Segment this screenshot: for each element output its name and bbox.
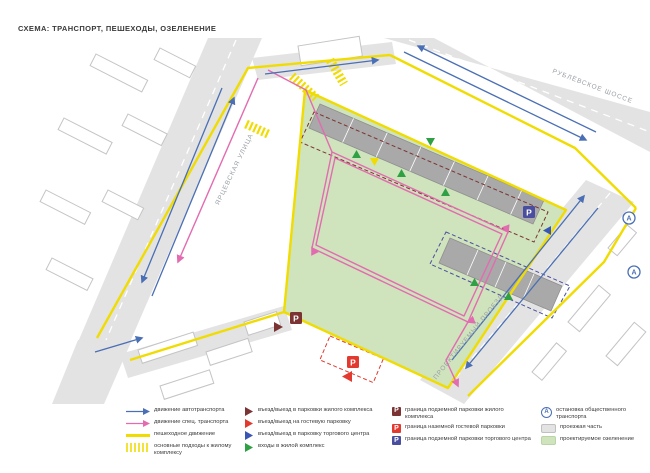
legend-col-boundaries: P граница подземной парковки жилого комп… <box>392 407 532 457</box>
legend-label: входы в жилой комплекс <box>258 443 325 449</box>
parking-boundaries <box>299 111 571 384</box>
legend-label: пешеходное движение <box>154 431 216 437</box>
legend-label: граница подземной парковки жилого компле… <box>405 407 504 421</box>
pedestrian-entry-icon <box>370 158 379 166</box>
parking-residential-icon: P <box>392 407 401 416</box>
legend-label: граница наземной гостевой парковки <box>405 424 505 431</box>
auto-traffic-arrow-icon <box>126 407 150 416</box>
parking-letter: P <box>293 314 299 324</box>
parking-letter: P <box>350 358 356 368</box>
legend-item: основные подходы к жилому комплексу <box>126 443 236 457</box>
residential-entrance-icon <box>470 278 479 286</box>
guest-parking-entry-icon <box>245 419 254 428</box>
residential-entrance-icon <box>352 150 361 158</box>
legend-item: пешеходное движение <box>126 431 236 440</box>
bus-stop-icon <box>627 265 641 279</box>
approach-hatches <box>244 57 348 139</box>
legend-label: остановка общественного транспорта <box>556 407 627 421</box>
parking-mall-icon <box>523 206 535 218</box>
special-transport-arrow-icon <box>126 419 150 428</box>
parking-guest-icon: P <box>392 424 401 434</box>
legend-item: движение автотранспорта <box>126 407 236 416</box>
bus-stop-icon: А <box>541 407 552 418</box>
bus-stop-letter: А <box>626 216 631 223</box>
bus-stop-markers: А А <box>622 211 641 279</box>
residential-parking-entry-icon <box>245 407 254 416</box>
parking-markers: P P P <box>290 206 535 368</box>
legend-item: проезжая часть <box>541 424 650 434</box>
residential-entrance-icon <box>245 443 254 452</box>
residential-entrance-icon <box>504 292 513 300</box>
legend-label: движение автотранспорта <box>154 407 225 413</box>
legend-label: въезд/выезд в парковки жилого комплекса <box>258 407 373 413</box>
bus-stop-icon <box>622 211 636 225</box>
legend-item: движение спец. транспорта <box>126 419 236 428</box>
pedestrian-line-icon <box>126 431 150 440</box>
legend-label: основные подходы к жилому комплексу <box>154 443 232 457</box>
entrance-markers <box>274 138 551 382</box>
pedestrian-routes <box>95 53 638 397</box>
residential-entrance-icon <box>426 138 435 146</box>
bus-stop-letter: А <box>631 270 636 277</box>
approach-hatch-icon <box>126 443 150 452</box>
legend-item: проектируемое озеленение <box>541 436 650 446</box>
legend-item: въезд/выезд в парковку торгового центра <box>245 431 383 440</box>
legend-col-traffic: движение автотранспорта движение спец. т… <box>126 407 236 457</box>
legend-label: движение спец. транспорта <box>154 419 229 425</box>
page-title: СХЕМА: ТРАНСПОРТ, ПЕШЕХОДЫ, ОЗЕЛЕНЕНИЕ <box>18 24 217 33</box>
legend-item: въезд/выезд на гостевую парковку <box>245 419 383 428</box>
legend-label: проектируемое озеленение <box>560 436 635 443</box>
legend-col-areas: А остановка общественного транспорта про… <box>541 407 650 457</box>
parking-residential-icon <box>290 312 302 324</box>
legend-label: граница подземной парковки торгового цен… <box>405 436 531 443</box>
street-label: ЯРЦЕВСКАЯ УЛИЦА <box>214 132 255 206</box>
legend-label: проезжая часть <box>560 424 603 431</box>
legend-item: въезд/выезд в парковки жилого комплекса <box>245 407 383 416</box>
greenery-swatch <box>541 436 556 446</box>
legend-label: въезд/выезд в парковку торгового центра <box>258 431 370 437</box>
guest-parking-entry-icon <box>342 371 352 382</box>
legend-item: P граница подземной парковки торгового ц… <box>392 436 532 446</box>
special-transport-routes <box>176 69 508 388</box>
parking-guest-icon <box>347 356 359 368</box>
residential-entrance-icon <box>397 169 406 177</box>
legend-col-entries: въезд/выезд в парковки жилого комплекса … <box>245 407 383 457</box>
auto-traffic-routes <box>94 45 599 370</box>
legend-label: въезд/выезд на гостевую парковку <box>258 419 351 425</box>
legend-item: P граница наземной гостевой парковки <box>392 424 532 434</box>
legend-item: P граница подземной парковки жилого комп… <box>392 407 532 421</box>
residential-parking-entry-icon <box>274 322 283 332</box>
mall-parking-entry-icon <box>245 431 254 440</box>
residential-entrance-icon <box>441 188 450 196</box>
legend-item: входы в жилой комплекс <box>245 443 383 452</box>
parking-letter: P <box>526 208 532 218</box>
mall-parking-entry-icon <box>543 226 551 235</box>
legend: движение автотранспорта движение спец. т… <box>126 407 650 457</box>
parking-mall-icon: P <box>392 436 401 446</box>
legend-item: А остановка общественного транспорта <box>541 407 650 421</box>
roadway-swatch <box>541 424 556 434</box>
